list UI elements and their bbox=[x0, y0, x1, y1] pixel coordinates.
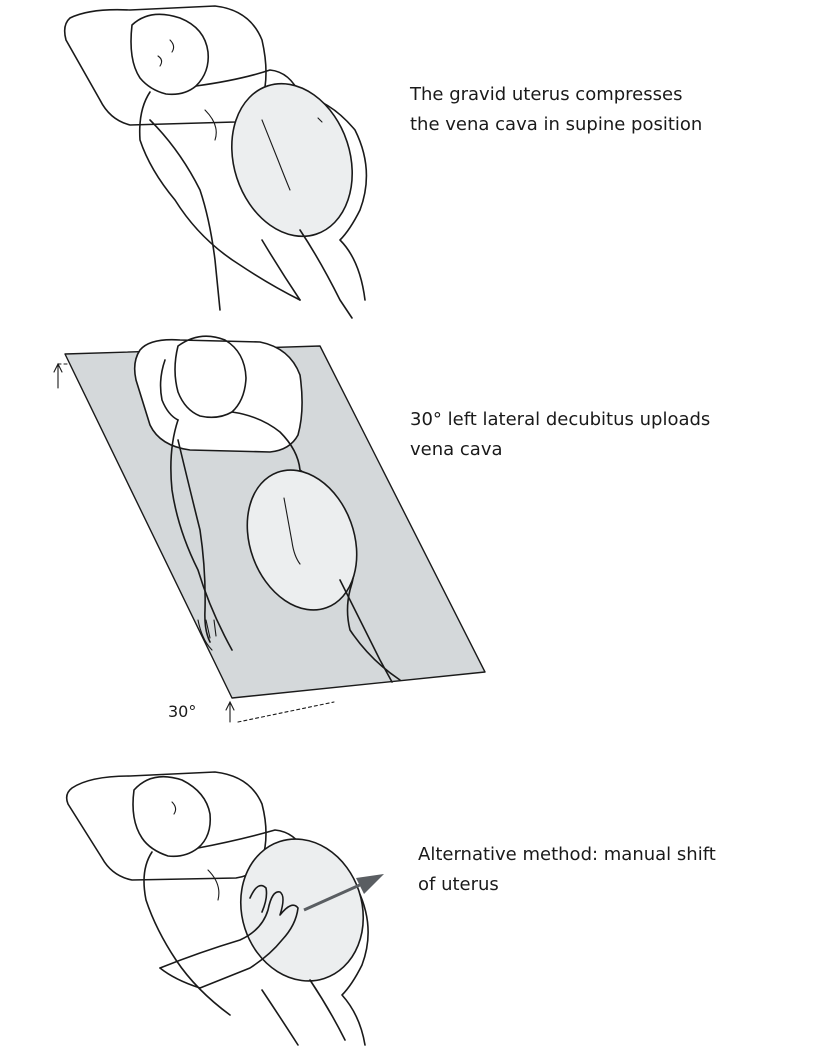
tilt-arrow-top bbox=[54, 364, 62, 388]
pillow bbox=[67, 772, 266, 880]
caption-supine: The gravid uterus compresses the vena ca… bbox=[410, 80, 702, 140]
caption-line: The gravid uterus compresses bbox=[410, 80, 702, 110]
caption-line: 30° left lateral decubitus uploads bbox=[410, 405, 710, 435]
supine-illustration bbox=[0, 0, 820, 320]
panel-left-lateral-tilt: 30° 30° left lateral decubitus uploads v… bbox=[0, 320, 820, 740]
pillow bbox=[135, 340, 302, 452]
arm bbox=[160, 968, 200, 988]
caption-left-lateral: 30° left lateral decubitus uploads vena … bbox=[410, 405, 710, 465]
pillow bbox=[65, 6, 266, 125]
panel-manual-shift: Alternative method: manual shift of uter… bbox=[0, 740, 820, 1050]
tilt-arrow-bottom bbox=[226, 702, 234, 722]
caption-line: vena cava bbox=[410, 435, 710, 465]
tilt-illustration bbox=[0, 320, 820, 740]
caption-line: of uterus bbox=[418, 870, 716, 900]
panel-supine: The gravid uterus compresses the vena ca… bbox=[0, 0, 820, 320]
caption-line: the vena cava in supine position bbox=[410, 110, 702, 140]
caption-line: Alternative method: manual shift bbox=[418, 840, 716, 870]
angle-label: 30° bbox=[168, 702, 196, 721]
caption-manual-shift: Alternative method: manual shift of uter… bbox=[418, 840, 716, 900]
